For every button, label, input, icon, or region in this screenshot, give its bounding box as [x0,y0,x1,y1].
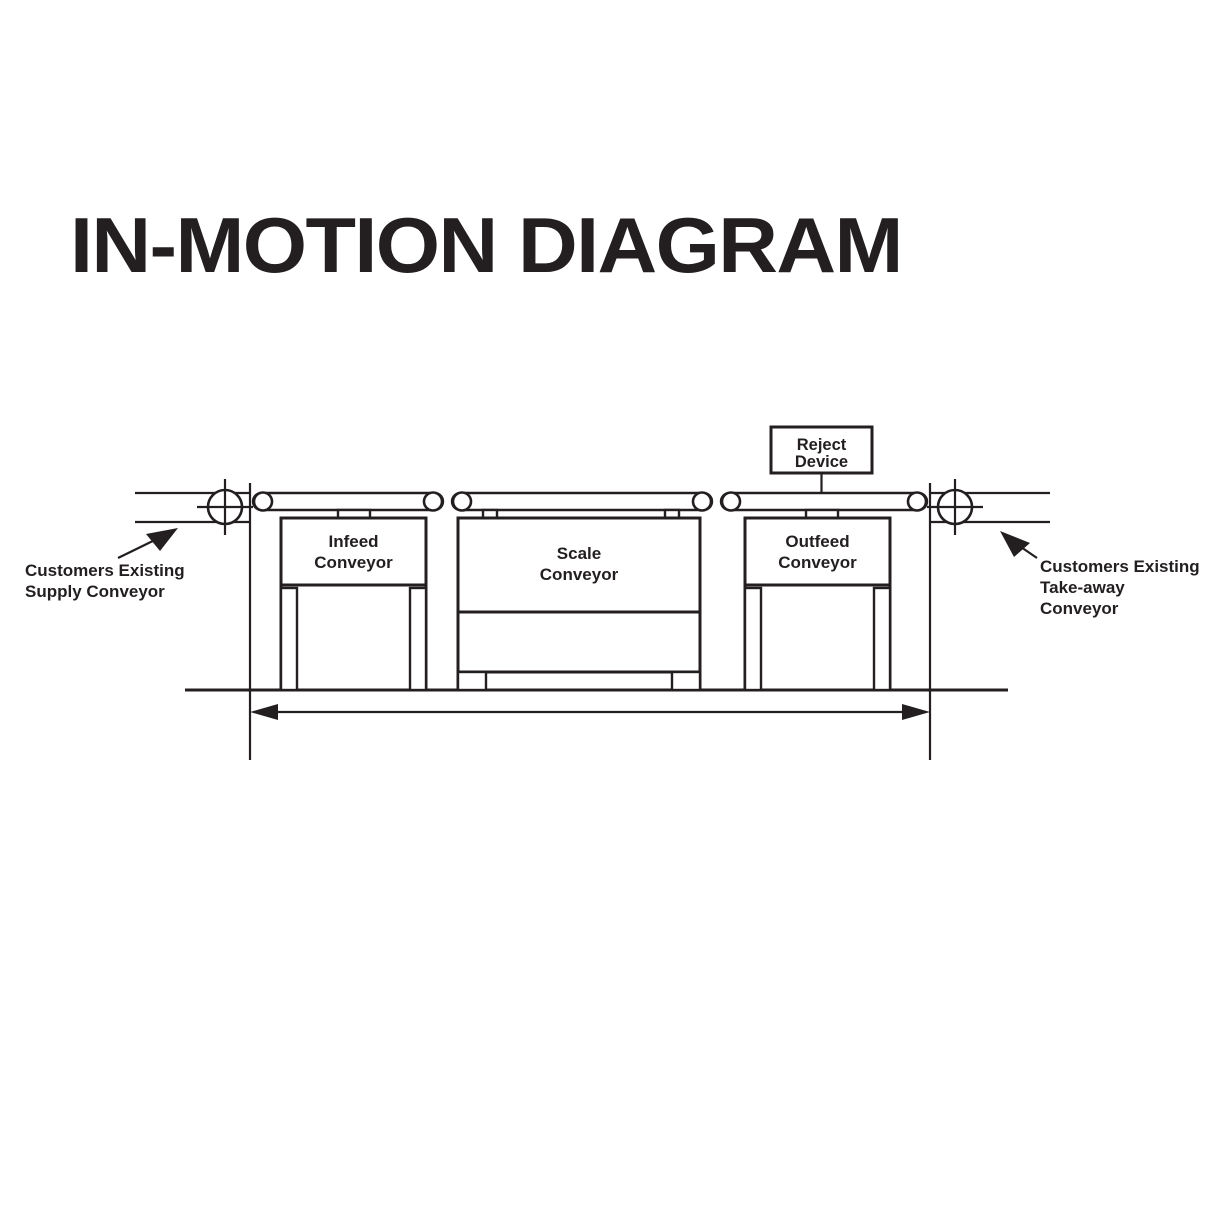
infeed-roller-right-icon [422,491,444,512]
reject-device-label-line2: Device [795,453,848,471]
dimension-arrowhead-right [902,704,930,720]
scale-label-line2: Conveyor [540,565,619,584]
left-annotation-line2: Supply Conveyor [25,582,165,601]
outfeed-leg-right [872,586,892,692]
infeed-roller-left-icon [252,491,274,512]
outfeed-roller-left-icon [720,491,742,512]
infeed-label-line2: Conveyor [314,553,393,572]
scale-foot-left [456,670,488,692]
reject-device-group: Reject Device [769,425,874,493]
outfeed-body-box [743,516,892,587]
page-title: IN-MOTION DIAGRAM [70,201,903,289]
scale-belt [450,491,714,512]
outfeed-label-line1: Outfeed [785,532,849,551]
right-annotation-line1: Customers Existing [1040,557,1200,576]
scale-foot-right [670,670,702,692]
reject-device-label-line1: Reject [797,436,847,454]
outfeed-belt [719,491,929,512]
left-crosshair-icon [197,479,253,535]
right-annotation-line2: Take-away [1040,578,1125,597]
scale-roller-left-icon [451,491,473,512]
scale-upper-cabinet [456,516,702,614]
scale-lower-cabinet [456,610,702,674]
outfeed-conveyor-group[interactable]: Outfeed Conveyor [719,491,929,692]
left-annotation-arrowhead [146,528,178,551]
scale-label-line1: Scale [557,544,601,563]
infeed-body-box [279,516,428,587]
left-annotation-line1: Customers Existing [25,561,185,580]
infeed-belt [251,491,445,512]
infeed-leg-right [408,586,428,692]
outfeed-label-line2: Conveyor [778,553,857,572]
infeed-conveyor-group[interactable]: Infeed Conveyor [251,491,445,692]
infeed-frame [279,583,428,692]
reject-device-box [769,425,874,475]
outfeed-leg-left [743,586,763,692]
infeed-leg-left [279,586,299,692]
scale-roller-right-icon [691,491,713,512]
right-annotation-arrowhead [1000,531,1030,557]
overall-length-dimension [250,704,930,720]
dimension-arrowhead-left [250,704,278,720]
right-annotation-line3: Conveyor [1040,599,1119,618]
left-annotation-group: Customers Existing Supply Conveyor [25,528,185,601]
infeed-label-line1: Infeed [328,532,378,551]
right-annotation-group: Customers Existing Take-away Conveyor [1000,531,1200,618]
outfeed-roller-right-icon [906,491,928,512]
scale-base-plinth [456,670,702,692]
outfeed-frame [743,583,892,692]
right-crosshair-icon [927,479,983,535]
scale-conveyor-group[interactable]: Scale Conveyor [450,491,714,692]
